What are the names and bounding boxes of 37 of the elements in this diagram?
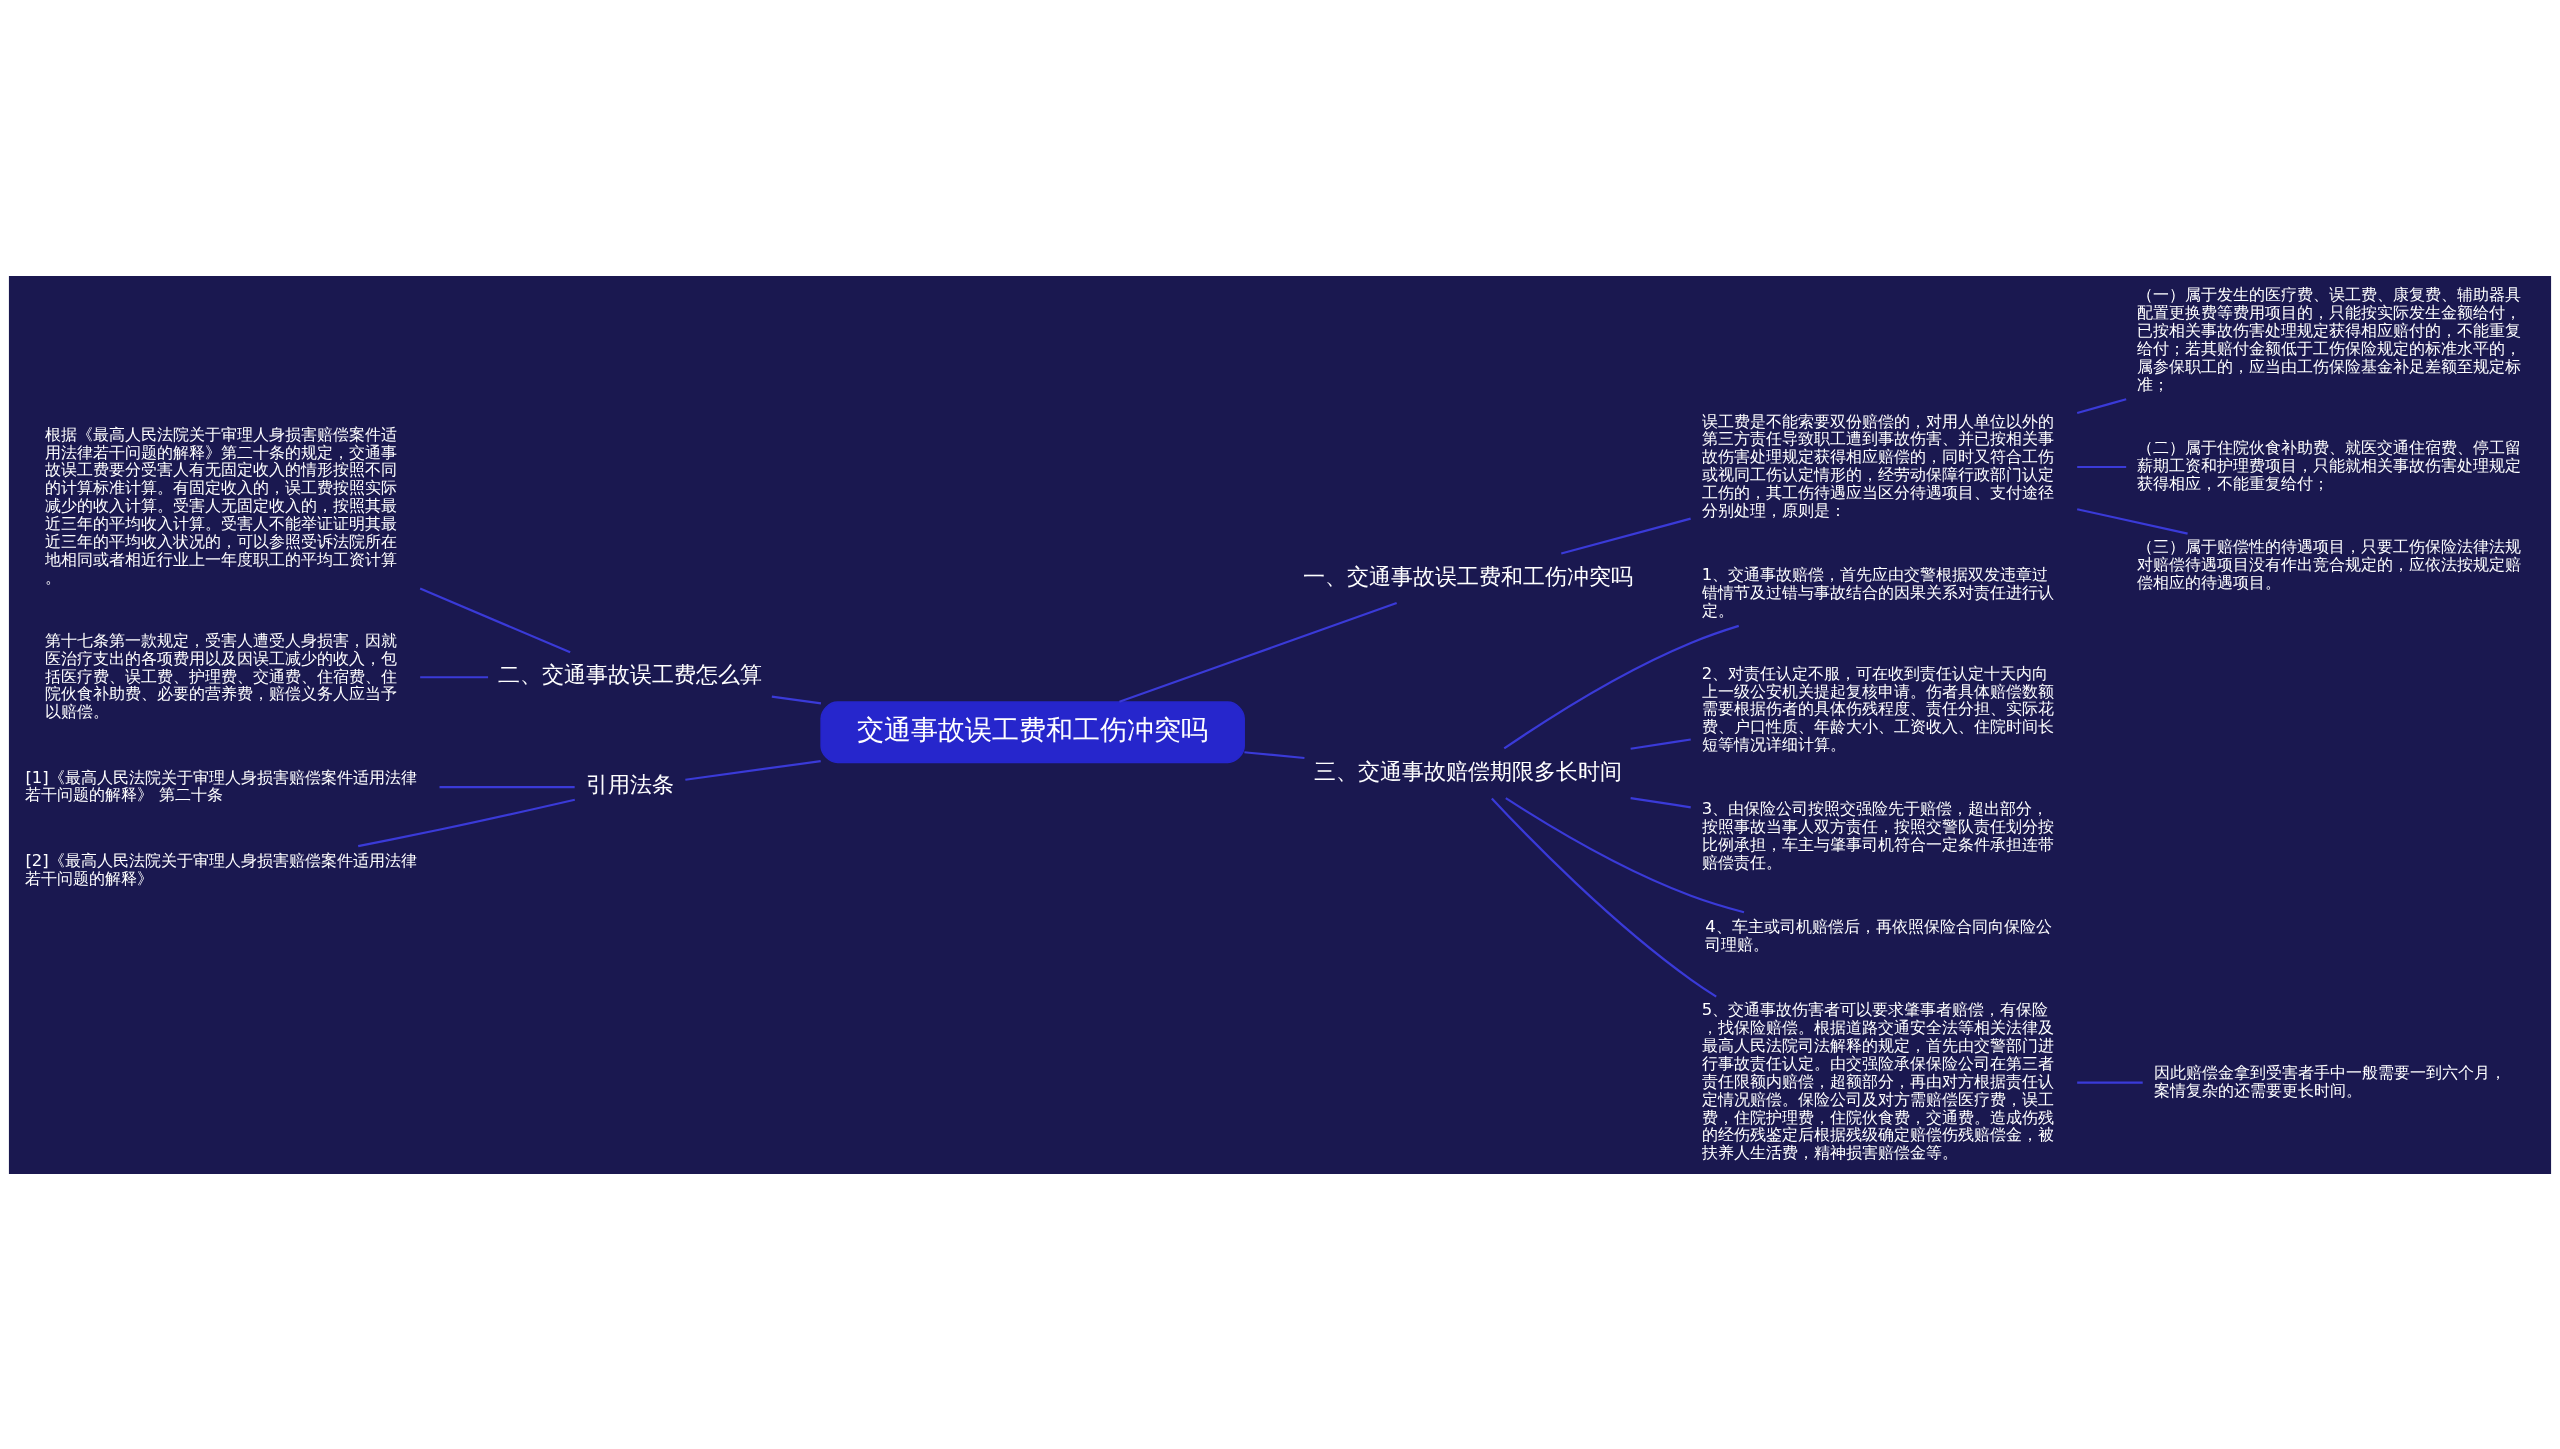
- node-text: 第十七条第一款规定，受害人遭受人身损害，因就医治疗支出的各项费用以及因误工减少的收入，包括医疗费、误工费、护理费、交通费、住宿费、住院伙食补助费、必要的营养费，赔偿义务人应当予以赔偿。: [44, 630, 397, 721]
- connector: [1505, 796, 1745, 913]
- connector: [420, 675, 489, 678]
- connector: [1503, 624, 1740, 749]
- connector: [419, 587, 571, 653]
- connector: [1244, 750, 1305, 759]
- node-text: 引用法条: [586, 771, 675, 797]
- node-text: 因此赔偿金拿到受害者手中一般需要一到六个月，案情复杂的还需要更长时间。: [2153, 1062, 2506, 1100]
- node-text: 1、交通事故赔偿，首先应由交警根据双发违章过错情节及过错与事故结合的因果关系对责任进行认定。: [1701, 564, 2054, 620]
- node-text: 5、交通事故伤害者可以要求肇事者赔偿，有保险，找保险赔偿。根据道路交通安全法等相关法律及最高人民法院司法解释的规定，首先由交警部门进行事故责任认定。由交强险承保保险公司在第三者责任限额内赔偿，超额部分，再由对方根据责任认定情况赔偿。保险公司及对方需赔偿医疗费，误工费，住院护理费，住院伙食费，交通费。造成伤残的经伤残鉴定后根据残级确定赔偿伤残赔偿金，被扶养人生活费，精神损害赔偿金等。: [1701, 999, 2054, 1162]
- node-box: 交通事故误工费和工伤冲突吗: [820, 700, 1245, 763]
- node-text: （一）属于发生的医疗费、误工费、康复费、辅助器具配置更换费等费用项目的，只能按实际发生金额给付，已按相关事故伤害处理规定获得相应赔付的，不能重复给付；若其赔付金额低于工伤保险规定的标准水平的，属参保职工的，应当由工伤保险基金补足差额至规定标准；: [2137, 284, 2522, 393]
- connector: [439, 785, 575, 788]
- connector: [1119, 601, 1398, 703]
- node-text: 3、由保险公司按照交强险先于赔偿，超出部分，按照事故当事人双方责任，按照交警队责任划分按比例承担，车主与肇事司机符合一定条件承担连带赔偿责任。: [1701, 798, 2054, 872]
- connector: [1491, 797, 1717, 998]
- connector: [2076, 507, 2188, 535]
- connector: [1630, 737, 1691, 750]
- connector: [2077, 465, 2127, 468]
- node-text: 2、对责任认定不服，可在收到责任认定十天内向上一级公安机关提起复核申请。伤者具体赔偿数额需要根据伤者的具体伤残程度、责任分担、实际花费、户口性质、年龄大小、工资收入、住院时间长短等情况详细计算。: [1701, 663, 2054, 754]
- connector: [1560, 517, 1691, 555]
- node-text: 误工费是不能索要双份赔偿的，对用人单位以外的第三方责任导致职工遭到事故伤害、并已按相关事故伤害处理规定获得相应赔偿的，同时又符合工伤或视同工伤认定情形的，经劳动保障行政部门认定工伤的，其工伤待遇应当区分待遇项目、支付途径分别处理，原则是：: [1701, 411, 2054, 520]
- connector: [685, 759, 821, 781]
- connector: [2077, 1081, 2143, 1084]
- node-text: [1]《最高人民法院关于审理人身损害赔偿案件适用法律若干问题的解释》 第二十条: [25, 767, 417, 804]
- node-text: 4、车主或司机赔偿后，再依照保险合同向保险公司理赔。: [1705, 916, 2052, 954]
- node-text: 一、交通事故误工费和工伤冲突吗: [1302, 563, 1633, 589]
- connector: [771, 694, 822, 704]
- connector: [2076, 397, 2127, 414]
- node-text: （二）属于住院伙食补助费、就医交通住宿费、停工留薪期工资和护理费项目，只能就相关事故伤害处理规定获得相应，不能重复给付；: [2137, 437, 2522, 493]
- node-text: 三、交通事故赔偿期限多长时间: [1313, 758, 1622, 784]
- connector: [1630, 796, 1691, 808]
- node-text: 根据《最高人民法院关于审理人身损害赔偿案件适用法律若干问题的解释》第二十条的规定，交通事故误工费要分受害人有无固定收入的情形按照不同的计算标准计算。有固定收入的，误工费按照实际减少的收入计算。受害人无固定收入的，按照其最近三年的平均收入计算。受害人不能举证证明其最近三年的平均收入状况的，可以参照受诉法院所在地相同或者相近行业上一年度职工的平均工资计算。: [44, 424, 397, 587]
- node-text: 二、交通事故误工费怎么算: [498, 661, 763, 687]
- node-text: （三）属于赔偿性的待遇项目，只要工伤保险法律法规对赔偿待遇项目没有作出竞合规定的，应依法按规定赔偿相应的待遇项目。: [2137, 536, 2522, 592]
- connector: [357, 798, 576, 847]
- node-text: [2]《最高人民法院关于审理人身损害赔偿案件适用法律若干问题的解释》: [25, 850, 417, 888]
